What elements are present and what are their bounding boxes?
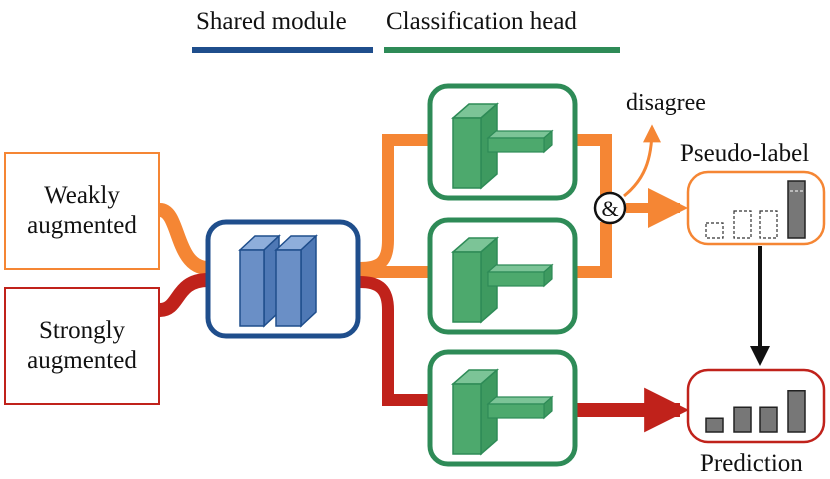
shared-module-legend: Shared module <box>196 8 347 35</box>
strongly-augmented-input: Strongly augmented <box>4 287 160 405</box>
head1-output-path <box>575 134 612 195</box>
weakly-augmented-input: Weakly augmented <box>4 152 160 270</box>
head2-output-path <box>575 222 612 278</box>
classification-head-legend: Classification head <box>386 8 577 35</box>
prediction-bars <box>705 390 806 433</box>
prediction-bar-4 <box>787 390 806 433</box>
classification-head-1 <box>427 83 578 201</box>
shared-module <box>205 219 361 339</box>
disagree-label: disagree <box>626 90 706 116</box>
prediction-title: Prediction <box>700 450 803 477</box>
pseudo-label-bar-1 <box>705 222 724 239</box>
shared-layer-icon-1 <box>238 234 281 328</box>
pseudo-label-title: Pseudo-label <box>680 140 810 167</box>
weak-input-connector <box>158 203 210 275</box>
weak-line-2: augmented <box>27 212 137 239</box>
classification-head-3 <box>427 349 578 467</box>
head-layer-icon <box>451 368 554 456</box>
disagree-arrow <box>623 124 661 198</box>
and-operator-circle <box>593 191 627 225</box>
pseudo-label-bar-3 <box>759 210 778 239</box>
head-layer-icon <box>451 102 554 190</box>
pseudo-label-bars <box>705 180 806 239</box>
and-operator-symbol: & <box>601 196 618 221</box>
pseudo-label-bar-2 <box>733 210 752 239</box>
pseudo-label-bar-4 <box>787 180 806 239</box>
strong-line-2: augmented <box>27 347 137 374</box>
strong-branch <box>359 276 430 406</box>
weak-branch-top <box>359 134 430 274</box>
strong-input-connector <box>158 273 209 317</box>
weak-line-1: Weakly <box>44 181 120 209</box>
prediction-bar-1 <box>705 417 724 433</box>
prediction-bar-2 <box>733 406 752 433</box>
shared-layer-icon-2 <box>274 234 318 328</box>
strong-line-1: Strongly <box>38 316 126 344</box>
head-layer-icon <box>451 236 554 324</box>
prediction-bar-3 <box>759 406 778 433</box>
classification-head-2 <box>427 217 578 335</box>
